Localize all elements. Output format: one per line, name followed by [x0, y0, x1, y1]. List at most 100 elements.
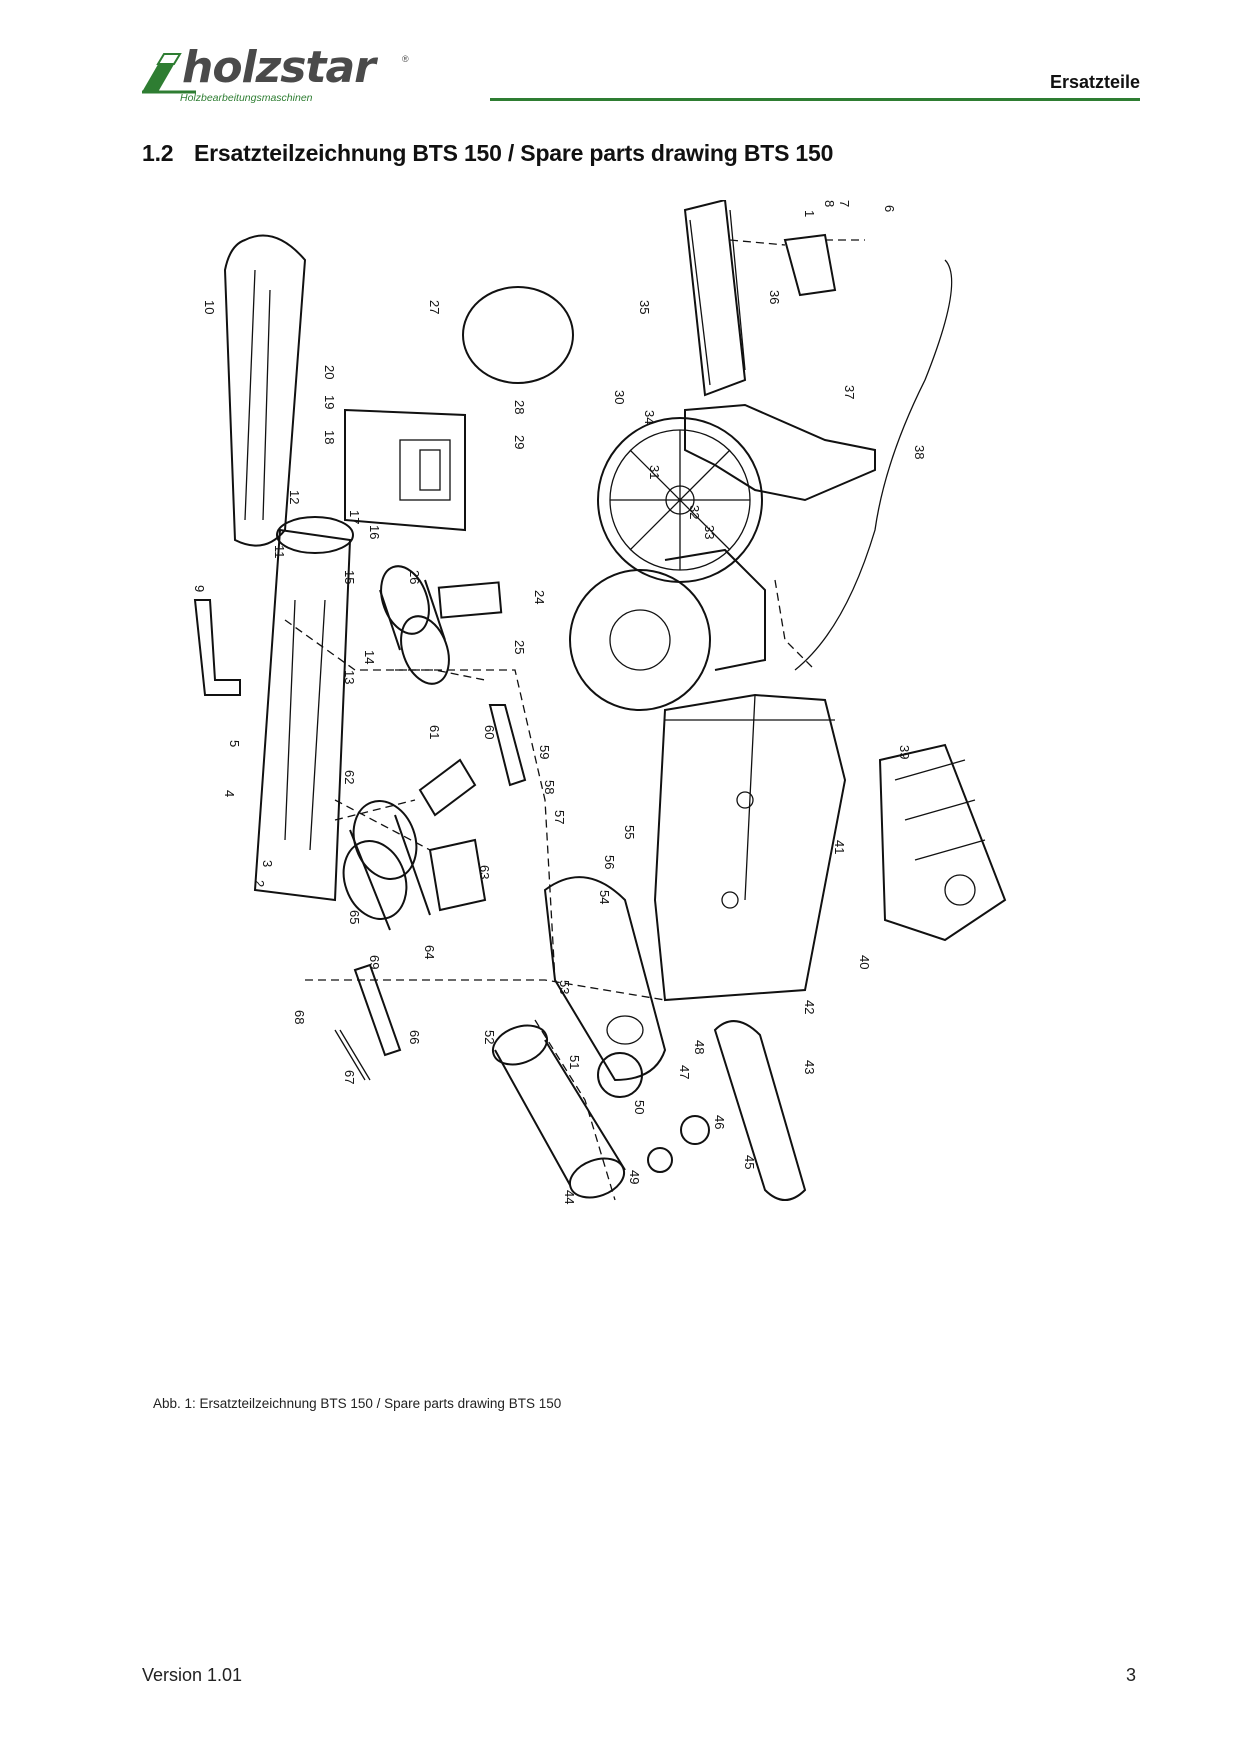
part-number-label: 65: [347, 910, 362, 924]
part-spring: [334, 1029, 371, 1081]
part-number-label: 64: [422, 945, 437, 959]
part-number-label: 53: [557, 980, 572, 994]
part-number-label: 10: [202, 300, 217, 314]
section-title: Ersatzteilzeichnung BTS 150 / Spare part…: [194, 140, 834, 166]
exploded-view-svg: 1234567891011121314151617181920242526272…: [192, 198, 1007, 1204]
part-number-label: 24: [532, 590, 547, 604]
logo-subtitle: Holzbearbeitungsmaschinen: [180, 92, 313, 104]
part-number-label: 34: [642, 410, 657, 424]
part-number-label: 58: [542, 780, 557, 794]
part-number-label: 48: [692, 1040, 707, 1054]
part-number-label: 11: [272, 545, 287, 559]
part-number-label: 8: [822, 200, 837, 207]
figure-caption: Abb. 1: Ersatzteilzeichnung BTS 150 / Sp…: [153, 1396, 562, 1411]
part-number-label: 67: [342, 1070, 357, 1084]
assembly-lines: [284, 239, 865, 1201]
part-number-label: 27: [427, 300, 442, 314]
part-belt-frame: [253, 516, 354, 902]
part-number-label: 7: [837, 200, 852, 207]
part-number-label: 1: [802, 210, 817, 217]
part-number-label: 36: [767, 290, 782, 304]
part-number-label: 46: [712, 1115, 727, 1129]
part-motor-pulley: [680, 1115, 710, 1145]
footer-page-number: 3: [1125, 1665, 1136, 1685]
part-number-label: 57: [552, 810, 567, 824]
part-number-label: 12: [287, 490, 302, 504]
header-rule: [490, 98, 1140, 101]
part-number-label: 49: [627, 1170, 642, 1184]
part-number-label: 40: [857, 955, 872, 969]
part-pulley-cover: [543, 876, 667, 1082]
part-number-label: 33: [702, 525, 717, 539]
part-number-label: 17: [347, 510, 362, 524]
part-number-label: 2: [252, 880, 267, 887]
part-number-label: 16: [367, 525, 382, 539]
part-number-label: 28: [512, 400, 527, 414]
footer-version: Version 1.01: [142, 1665, 243, 1685]
part-roller: [491, 1024, 626, 1199]
part-number-label: 20: [322, 365, 337, 379]
part-number-label: 19: [322, 395, 337, 409]
part-number-label: 45: [742, 1155, 757, 1169]
part-cylinder: [379, 565, 450, 685]
part-number-label: 3: [260, 860, 275, 867]
part-number-label: 41: [832, 840, 847, 854]
part-number-label: 44: [562, 1190, 577, 1204]
part-bracket: [193, 599, 241, 696]
part-number-label: 13: [342, 670, 357, 684]
part-number-label: 55: [622, 825, 637, 839]
part-belt-cover: [223, 234, 307, 547]
part-number-label: 61: [427, 725, 442, 739]
part-number-label: 68: [292, 1010, 307, 1024]
part-number-label: 63: [477, 865, 492, 879]
part-number-label: 5: [227, 740, 242, 747]
part-number-label: 35: [637, 300, 652, 314]
section-label: Ersatzteile: [1049, 72, 1140, 92]
part-number-label: 69: [367, 955, 382, 969]
part-small-pulley: [647, 1147, 673, 1173]
part-number-label: 32: [687, 505, 702, 519]
part-drive-belt: [713, 1020, 807, 1201]
part-disc-housing: [569, 548, 766, 711]
logo-wordmark: holzstar: [182, 42, 376, 93]
part-plate: [437, 581, 503, 619]
part-number-label: 62: [342, 770, 357, 784]
part-number-label: 18: [322, 430, 337, 444]
part-number-label: 54: [597, 890, 612, 904]
part-number-label: 31: [647, 465, 662, 479]
logo-registered-mark: ®: [402, 54, 409, 64]
part-number-label: 59: [537, 745, 552, 759]
part-lever: [418, 758, 477, 817]
part-number-label: 9: [192, 585, 207, 592]
part-number-label: 56: [602, 855, 617, 869]
part-number-label: 52: [482, 1030, 497, 1044]
part-number-label: 60: [482, 725, 497, 739]
part-machine-base: [653, 693, 847, 1002]
part-number-label: 37: [842, 385, 857, 399]
holzstar-logo: holzstar ® Holzbearbeitungsmaschinen: [140, 42, 430, 108]
part-shaft: [488, 704, 527, 787]
part-labels: 1234567891011121314151617181920242526272…: [192, 200, 927, 1204]
part-tension-bracket: [428, 838, 487, 912]
logo-mark-icon: [142, 53, 196, 94]
part-number-label: 29: [512, 435, 527, 449]
part-number-label: 47: [677, 1065, 692, 1079]
part-number-label: 38: [912, 445, 927, 459]
part-number-label: 51: [567, 1055, 582, 1069]
part-number-label: 4: [222, 790, 237, 797]
part-table: [683, 198, 747, 397]
part-number-label: 50: [632, 1100, 647, 1114]
part-motor: [878, 743, 1007, 942]
page-header: holzstar ® Holzbearbeitungsmaschinen Ers…: [140, 40, 1140, 110]
part-number-label: 43: [802, 1060, 817, 1074]
part-power-cable: [794, 259, 953, 671]
part-number-label: 6: [882, 205, 897, 212]
part-number-label: 14: [362, 650, 377, 664]
part-number-label: 66: [407, 1030, 422, 1044]
part-number-label: 42: [802, 1000, 817, 1014]
part-number-label: 30: [612, 390, 627, 404]
part-tilt-support: [783, 233, 837, 297]
part-tension-lever: [353, 963, 402, 1057]
part-switch-box: [344, 408, 466, 532]
